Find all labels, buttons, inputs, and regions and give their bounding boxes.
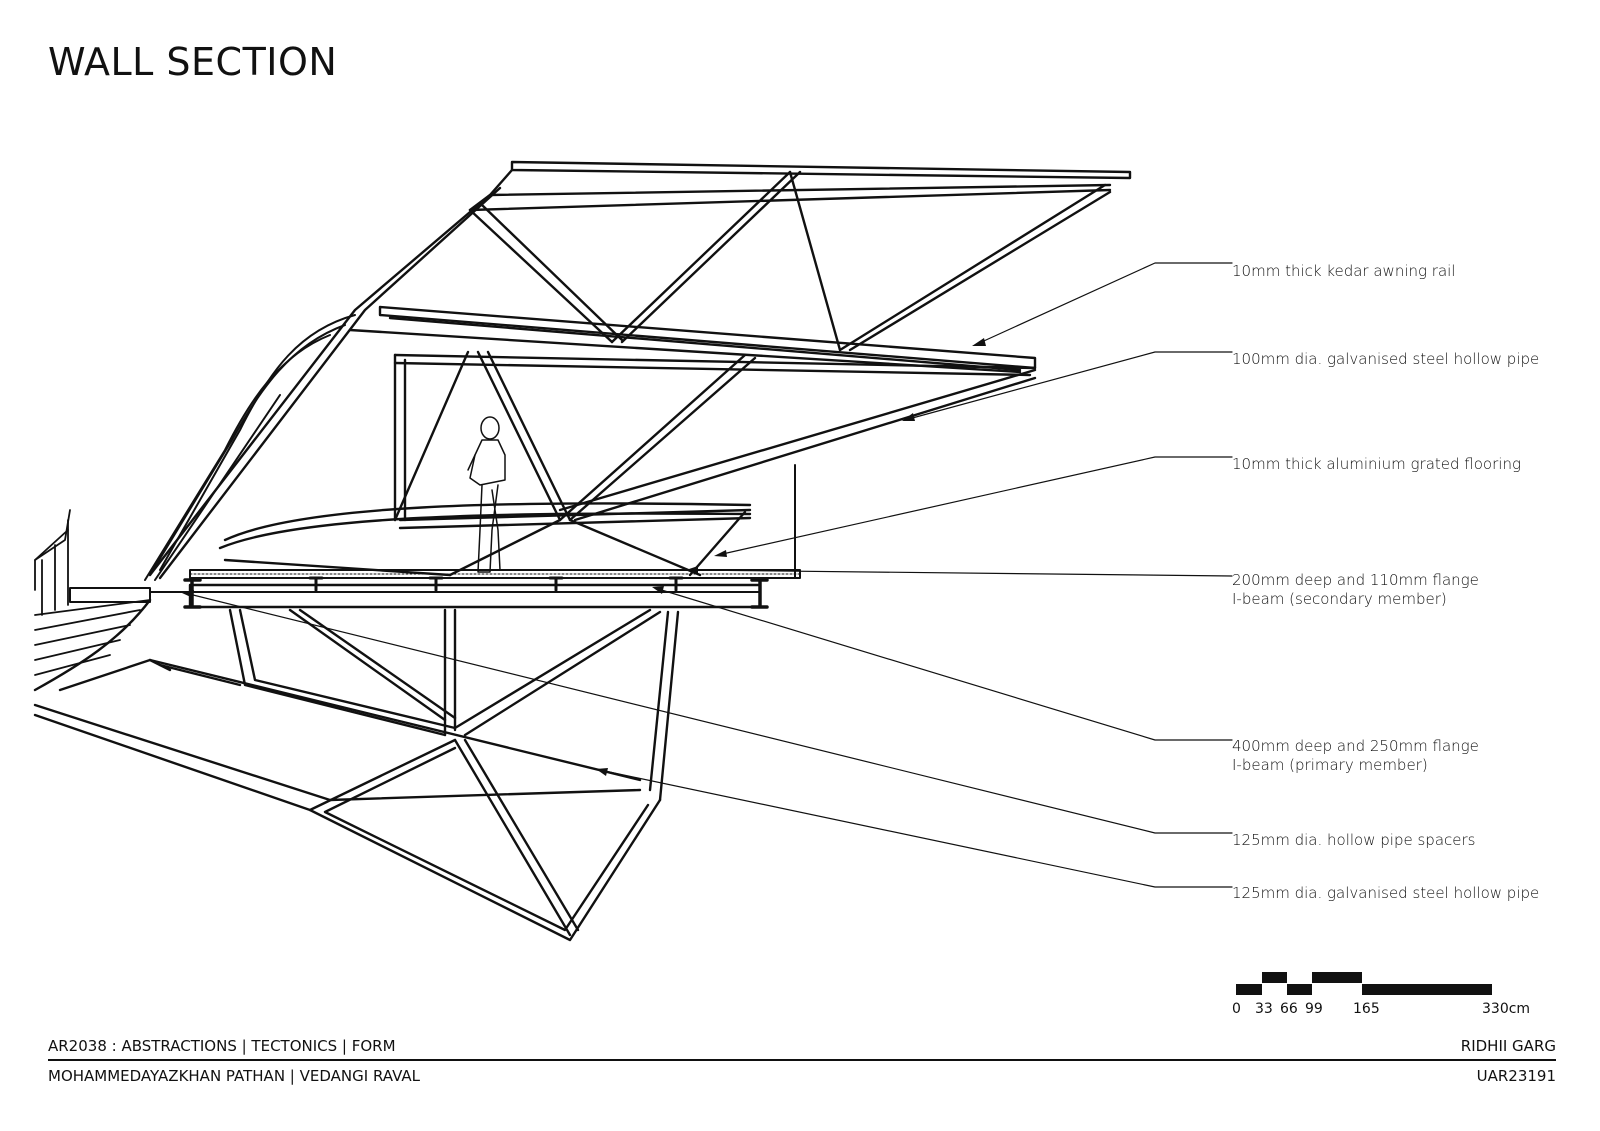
floor-deck bbox=[69, 569, 801, 609]
student-id: UAR23191 bbox=[1476, 1067, 1556, 1085]
label-primary-beam-line1: 400mm deep and 250mm flange bbox=[1232, 737, 1479, 755]
scale-tick-66: 66 bbox=[1280, 1001, 1298, 1017]
leader-arrowheads bbox=[182, 338, 986, 776]
scale-tick-330: 330cm bbox=[1482, 1001, 1531, 1017]
scale-tick-0: 0 bbox=[1232, 1001, 1241, 1017]
scale-tick-33: 33 bbox=[1255, 1001, 1273, 1017]
label-secondary-beam-line1: 200mm deep and 110mm flange bbox=[1232, 571, 1479, 589]
label-secondary-beam-line2: I-beam (secondary member) bbox=[1232, 590, 1447, 608]
stair-railing bbox=[34, 509, 151, 676]
label-125mm-pipe: 125mm dia. galvanised steel hollow pipe bbox=[1232, 884, 1540, 902]
scale-tick-99: 99 bbox=[1305, 1001, 1323, 1017]
lower-truss bbox=[33, 598, 680, 942]
student-name: RIDHII GARG bbox=[1460, 1037, 1556, 1055]
roof-truss bbox=[148, 160, 1132, 580]
authors: MOHAMMEDAYAZKHAN PATHAN | VEDANGI RAVAL bbox=[48, 1067, 420, 1085]
scale-tick-165: 165 bbox=[1353, 1001, 1380, 1017]
scale-bar bbox=[1236, 972, 1492, 995]
drawing-title: WALL SECTION bbox=[48, 40, 338, 84]
label-pipe-spacers: 125mm dia. hollow pipe spacers bbox=[1232, 831, 1476, 849]
label-kedar-rail: 10mm thick kedar awning rail bbox=[1232, 262, 1456, 280]
course-title: AR2038 : ABSTRACTIONS | TECTONICS | FORM bbox=[48, 1037, 396, 1055]
footer-divider bbox=[48, 1059, 1556, 1061]
curved-skin bbox=[144, 314, 356, 581]
leader-lines bbox=[184, 262, 1233, 888]
label-grated-flooring: 10mm thick aluminium grated flooring bbox=[1232, 455, 1521, 473]
middle-frame bbox=[218, 350, 1037, 577]
human-figure bbox=[467, 416, 506, 573]
label-100mm-pipe: 100mm dia. galvanised steel hollow pipe bbox=[1232, 350, 1540, 368]
label-primary-beam-line2: I-beam (primary member) bbox=[1232, 756, 1428, 774]
